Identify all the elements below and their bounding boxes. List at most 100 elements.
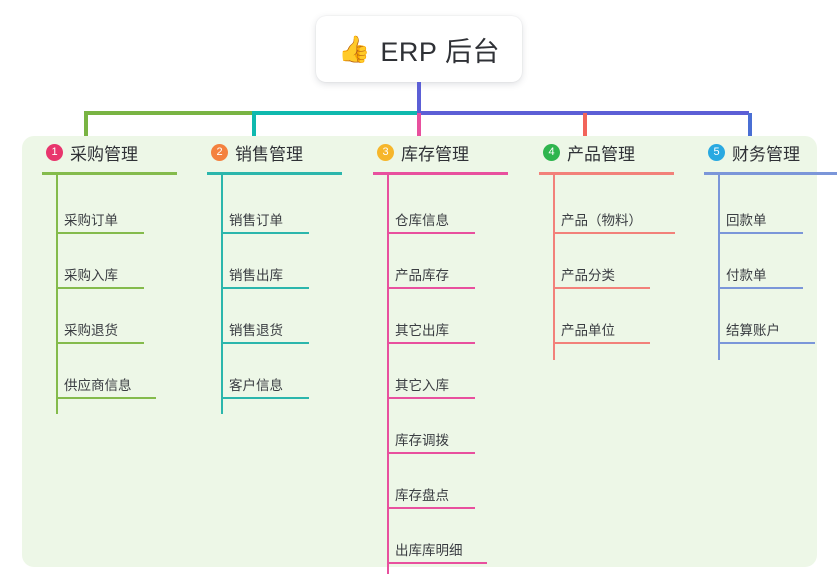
leaf-label: 库存盘点 [395, 488, 449, 503]
branch-column-1: 1 采购管理采购订单采购入库采购退货供应商信息 [32, 136, 177, 414]
branch-spine-4 [553, 174, 555, 360]
leaf-underline [56, 232, 144, 234]
leaf-label: 付款单 [726, 268, 767, 283]
leaf-underline [387, 397, 475, 399]
root-node-title: ERP 后台 [380, 36, 500, 67]
branch-header-5[interactable]: 5 财务管理 [694, 136, 800, 168]
leaf-underline [553, 287, 650, 289]
branch-header-3[interactable]: 3 库存管理 [363, 136, 469, 168]
branch-title-3: 库存管理 [401, 144, 469, 164]
branch-title-5: 财务管理 [732, 144, 800, 164]
leaf-underline [387, 507, 475, 509]
leaf-node[interactable]: 结算账户 [718, 323, 815, 344]
leaf-node[interactable]: 仓库信息 [387, 213, 475, 234]
leaf-label: 其它出库 [395, 323, 449, 338]
leaf-label: 仓库信息 [395, 213, 449, 228]
leaf-label: 其它入库 [395, 378, 449, 393]
leaf-underline [56, 342, 144, 344]
leaf-node[interactable]: 回款单 [718, 213, 803, 234]
leaf-node[interactable]: 采购入库 [56, 268, 144, 289]
leaf-underline [718, 342, 815, 344]
leaf-node[interactable]: 销售订单 [221, 213, 309, 234]
leaf-node[interactable]: 其它出库 [387, 323, 475, 344]
branch-badge-2: 2 [211, 143, 228, 161]
branch-badge-1: 1 [46, 143, 63, 161]
leaf-label: 产品（物料） [561, 213, 642, 228]
leaf-underline [718, 287, 803, 289]
branch-underline-3 [373, 172, 508, 175]
leaf-underline [56, 397, 156, 399]
leaf-node[interactable]: 销售出库 [221, 268, 309, 289]
leaf-underline [221, 397, 309, 399]
leaf-node[interactable]: 产品（物料） [553, 213, 675, 234]
branch-badge-5: 5 [708, 143, 725, 161]
leaf-label: 销售订单 [229, 213, 283, 228]
branch-header-4[interactable]: 4 产品管理 [529, 136, 635, 168]
stub-col-3 [417, 113, 421, 138]
leaf-node[interactable]: 产品分类 [553, 268, 650, 289]
branch-title-2: 销售管理 [235, 144, 303, 164]
leaf-node[interactable]: 付款单 [718, 268, 803, 289]
leaf-underline [387, 452, 475, 454]
bus-green [84, 111, 252, 115]
branch-spine-3 [387, 174, 389, 574]
leaf-underline [221, 342, 309, 344]
branch-header-1[interactable]: 1 采购管理 [32, 136, 138, 168]
leaf-label: 产品单位 [561, 323, 615, 338]
branch-badge-3: 3 [377, 143, 394, 161]
stub-col-5 [748, 113, 752, 138]
leaf-underline [221, 232, 309, 234]
leaf-node[interactable]: 库存调拨 [387, 433, 475, 454]
branch-badge-4: 4 [543, 143, 560, 161]
root-node-card[interactable]: 👍 ERP 后台 [316, 16, 522, 82]
branch-column-4: 4 产品管理产品（物料） 产品分类产品单位 [529, 136, 675, 360]
branch-title-1: 采购管理 [70, 144, 138, 164]
leaf-node[interactable]: 库存盘点 [387, 488, 475, 509]
bus-teal [252, 111, 417, 115]
leaf-underline [56, 287, 144, 289]
leaf-label: 产品分类 [561, 268, 615, 283]
leaf-underline [553, 342, 650, 344]
branch-column-3: 3 库存管理仓库信息产品库存其它出库其它入库库存调拨库存盘点出库库明细 [363, 136, 508, 574]
thumbs-up-emoji: 👍 [338, 34, 371, 64]
leaf-underline [387, 287, 475, 289]
leaf-label: 采购入库 [64, 268, 118, 283]
branch-underline-5 [704, 172, 837, 175]
leaf-node[interactable]: 客户信息 [221, 378, 309, 399]
leaf-underline [221, 287, 309, 289]
branch-spine-1 [56, 174, 58, 414]
leaf-label: 库存调拨 [395, 433, 449, 448]
leaf-label: 出库库明细 [395, 543, 463, 558]
branch-underline-4 [539, 172, 674, 175]
leaf-node[interactable]: 供应商信息 [56, 378, 156, 399]
leaf-label: 采购订单 [64, 213, 118, 228]
leaf-label: 销售出库 [229, 268, 283, 283]
leaf-node[interactable]: 销售退货 [221, 323, 309, 344]
leaf-node[interactable]: 出库库明细 [387, 543, 487, 564]
branch-title-4: 产品管理 [567, 144, 635, 164]
leaf-node[interactable]: 其它入库 [387, 378, 475, 399]
leaf-label: 客户信息 [229, 378, 283, 393]
branch-column-2: 2 销售管理销售订单销售出库销售退货客户信息 [197, 136, 342, 414]
branch-header-2[interactable]: 2 销售管理 [197, 136, 303, 168]
leaf-node[interactable]: 采购退货 [56, 323, 144, 344]
stub-col-1 [84, 113, 88, 138]
leaf-label: 产品库存 [395, 268, 449, 283]
branch-spine-2 [221, 174, 223, 414]
branch-column-5: 5 财务管理回款单付款单结算账户 [694, 136, 837, 360]
leaf-node[interactable]: 产品库存 [387, 268, 475, 289]
leaf-label: 回款单 [726, 213, 767, 228]
leaf-label: 供应商信息 [64, 378, 132, 393]
stub-col-4 [583, 113, 587, 138]
leaf-underline [553, 232, 675, 234]
leaf-underline [718, 232, 803, 234]
leaf-label: 采购退货 [64, 323, 118, 338]
leaf-label: 结算账户 [726, 323, 780, 338]
leaf-underline [387, 562, 487, 564]
branch-spine-5 [718, 174, 720, 360]
leaf-node[interactable]: 产品单位 [553, 323, 650, 344]
branches-panel: 1 采购管理采购订单采购入库采购退货供应商信息 2 销售管理销售订单销售出库销售退货客… [22, 136, 837, 574]
leaf-node[interactable]: 采购订单 [56, 213, 144, 234]
leaf-label: 销售退货 [229, 323, 283, 338]
